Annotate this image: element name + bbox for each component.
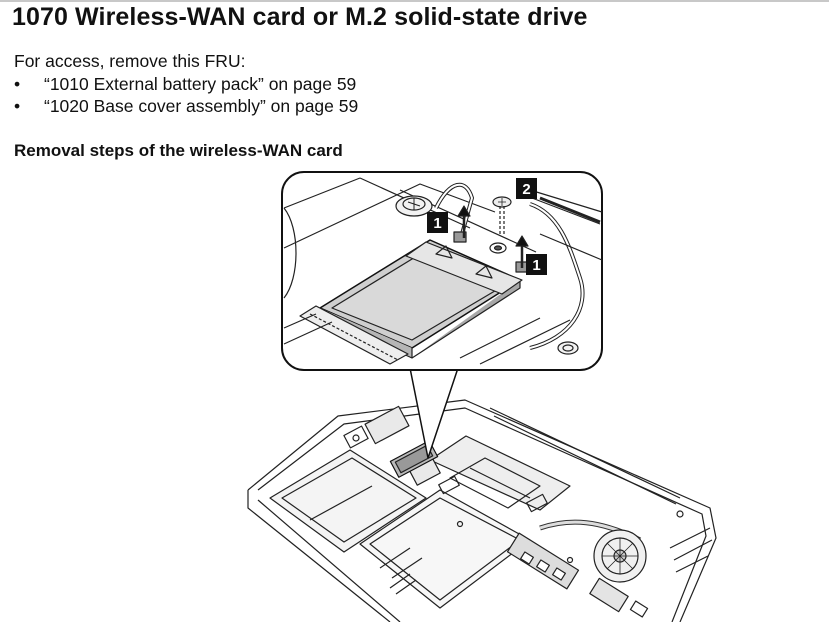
removal-illustration: 1 2 1 (247, 171, 717, 622)
page-title: 1070 Wireless-WAN card or M.2 solid-stat… (12, 3, 588, 31)
bullet-dot: • (14, 96, 21, 116)
callout-number: 1 (433, 215, 441, 232)
callout-tag-1b: 1 (526, 254, 547, 275)
section-heading: Removal steps of the wireless-WAN card (14, 141, 343, 160)
callout-number: 2 (522, 181, 530, 198)
zoom-callout (281, 171, 603, 371)
prerequisite-item: • “1020 Base cover assembly” on page 59 (14, 95, 358, 117)
callout-tag-1a: 1 (427, 212, 448, 233)
callout-tag-2: 2 (516, 178, 537, 199)
page-top-rule (0, 0, 829, 2)
callout-pointer (409, 367, 459, 459)
access-intro: For access, remove this FRU: (14, 51, 246, 71)
laptop-base-drawing (247, 399, 717, 622)
prerequisite-item: • “1010 External battery pack” on page 59 (14, 73, 358, 95)
prerequisite-link[interactable]: “1020 Base cover assembly” on page 59 (44, 96, 359, 116)
prerequisite-list: • “1010 External battery pack” on page 59… (14, 73, 358, 117)
prerequisite-link[interactable]: “1010 External battery pack” on page 59 (44, 74, 357, 94)
bullet-dot: • (14, 74, 21, 94)
callout-number: 1 (532, 257, 540, 274)
